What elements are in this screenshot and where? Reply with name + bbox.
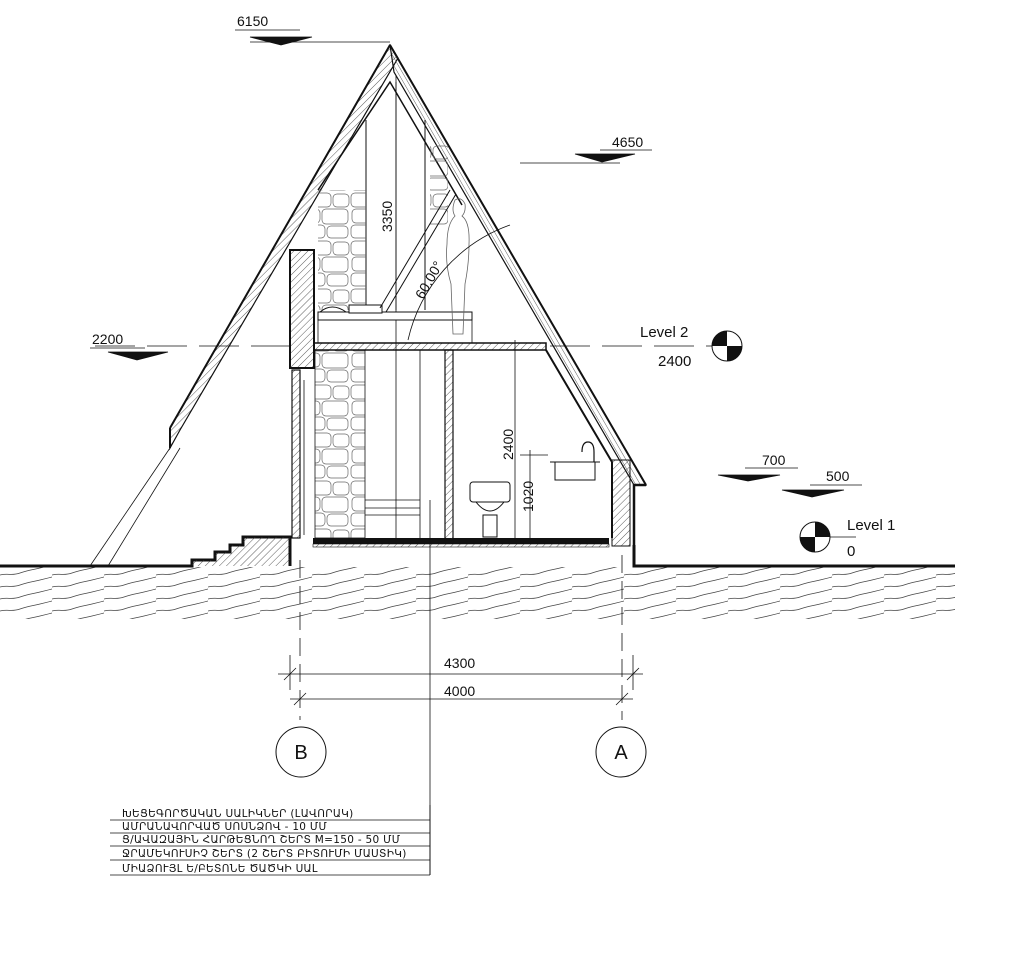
legend-row-1: ԽԵՑԵԳՈՐԾԱԿԱՆ ՍԱԼԻԿՆԵՐ (ԼԱՎՈՐԱԿ)	[122, 808, 354, 820]
dim-axis-width: 4000	[444, 683, 475, 699]
sink	[550, 441, 600, 481]
dim-floor-height: 2400	[500, 429, 516, 460]
stone-wall-upper-right	[430, 145, 448, 225]
loft-floor	[313, 342, 547, 351]
dim-overall-width: 4300	[444, 655, 475, 671]
ground	[0, 535, 955, 619]
level-1-marker: Level 1 0	[799, 517, 895, 560]
elevation-markers	[90, 29, 862, 498]
elevation-roof-mid: 4650	[612, 134, 643, 150]
dimension-lines	[95, 41, 715, 875]
person-silhouette	[446, 198, 470, 335]
legend-row-5: ՄԻԱՁՈՒՅԼ Ե/ԲԵՏՈՆԵ ԾԱԾԿԻ ՍԱԼ	[122, 863, 318, 875]
dim-sink-height: 1020	[520, 481, 536, 512]
legend-row-3: Ց/ԱՎԱԶԱՅԻՆ ՀԱՐԹԵՑՆՈՂ ՇԵՐՏ M=150 - 50 ՄՄ	[122, 834, 401, 846]
elevation-roof-low: 2200	[92, 331, 123, 347]
level-2-marker: Level 2 2400	[640, 324, 743, 370]
legend-row-4: ՋՐԱՄԵԿՈՒՍԻՉ ՇԵՐՏ (2 ՇԵՐՏ ԲԻՏՈՒՄԻ ՄԱՍՏԻԿ)	[122, 848, 407, 860]
left-wall	[289, 249, 315, 539]
elevation-ridge: 6150	[237, 13, 268, 29]
level-1-elevation: 0	[847, 543, 855, 560]
stone-wall-lower	[314, 349, 366, 539]
grid-axis-a: A	[595, 726, 647, 778]
grid-axis-a-label: A	[614, 742, 628, 764]
legend-row-2: ԱՄՐԱՆԱՎՈՐՎԱԾ ՍՈՍՆՁՈՎ - 10 ՄՄ	[122, 821, 328, 833]
loft-bed	[317, 304, 473, 344]
level-1-label: Level 1	[847, 517, 895, 534]
stone-wall-upper-left	[318, 190, 366, 310]
roof-right	[389, 44, 648, 547]
toilet	[469, 481, 511, 538]
elevation-terrain-2: 500	[826, 468, 850, 484]
interior-door	[365, 350, 421, 538]
roof-left	[89, 43, 399, 567]
level-2-label: Level 2	[640, 324, 688, 341]
ground-floor	[312, 538, 610, 548]
loft-ladder	[379, 189, 457, 313]
partition-wall	[444, 349, 454, 541]
dim-roof-angle: 60.00°	[412, 258, 446, 301]
bathroom-right-wall	[545, 349, 613, 538]
floor-legend: ԽԵՑԵԳՈՐԾԱԿԱՆ ՍԱԼԻԿՆԵՐ (ԼԱՎՈՐԱԿ) ԱՄՐԱՆԱՎՈ…	[110, 805, 431, 876]
dim-loft-height: 3350	[379, 201, 395, 232]
level-2-elevation: 2400	[658, 353, 691, 370]
elevation-terrain-1: 700	[762, 452, 786, 468]
grid-axis-b: B	[275, 726, 327, 778]
grid-axis-b-label: B	[294, 742, 307, 764]
